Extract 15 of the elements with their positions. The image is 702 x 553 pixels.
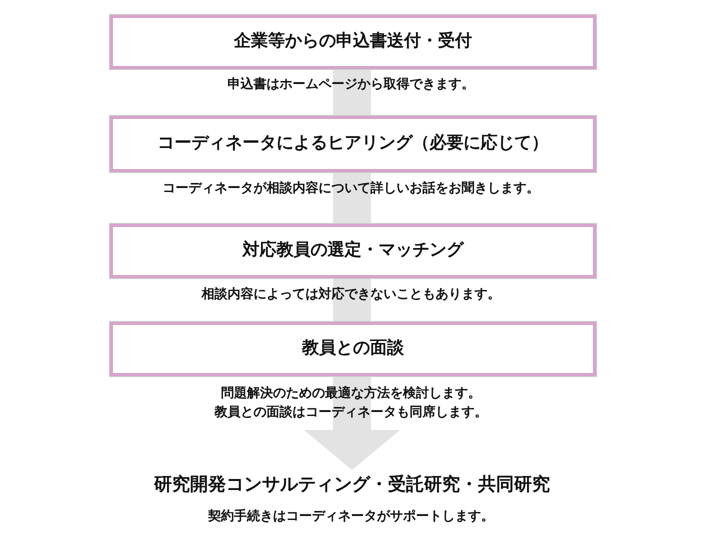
note-text: 契約手続きはコーディネータがサポートします。	[208, 508, 494, 526]
block-arrow	[304, 376, 400, 470]
connector-band	[333, 69, 371, 116]
process-box: 企業等からの申込書送付・受付	[110, 15, 596, 69]
connector-band	[333, 172, 371, 224]
note-text: 申込書はホームページから取得できます。	[228, 76, 474, 94]
note-text: 問題解決のための最適な方法を検討します。	[221, 385, 481, 403]
process-box: 対応教員の選定・マッチング	[110, 224, 596, 278]
note-text: 相談内容によっては対応できないこともあります。	[202, 286, 500, 304]
process-box: コーディネータによるヒアリング（必要に応じて）	[110, 116, 596, 172]
result-text: 研究開発コンサルティング・受託研究・共同研究	[60, 470, 644, 498]
note-text: 教員との面談はコーディネータも同席します。	[214, 404, 488, 422]
process-box: 教員との面談	[110, 322, 596, 376]
connector-band	[333, 278, 371, 322]
note-text: コーディネータが相談内容について詳しいお話をお聞きします。	[162, 180, 540, 198]
